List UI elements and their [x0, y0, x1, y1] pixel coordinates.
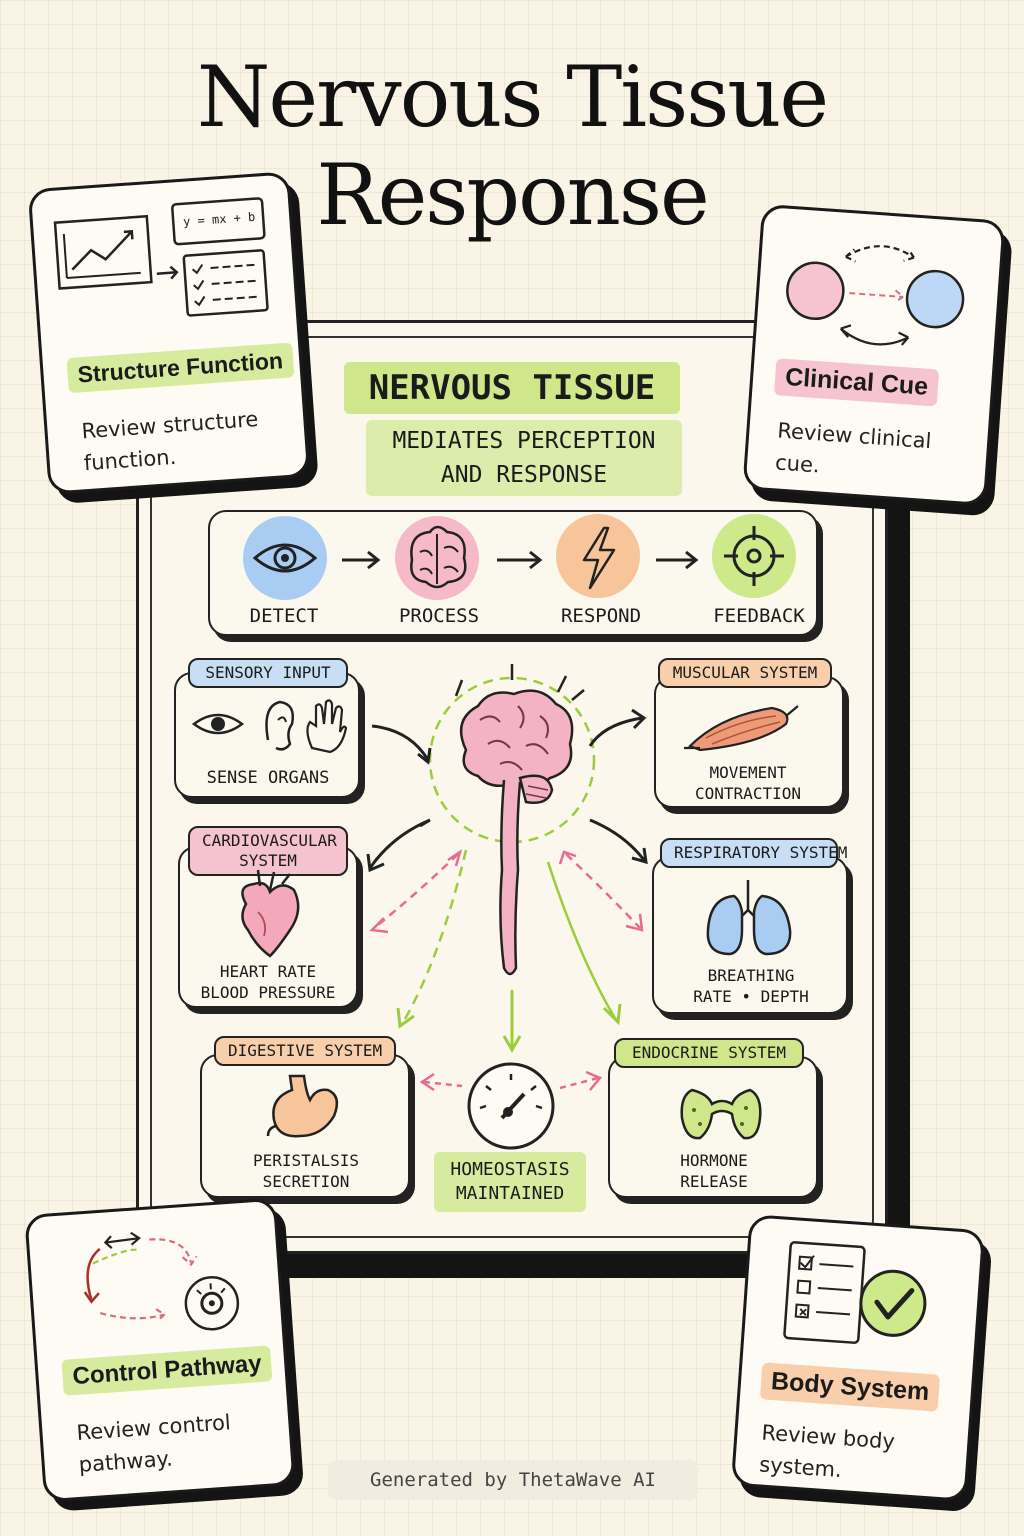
muscular-line-2: CONTRACTION	[695, 784, 801, 803]
sensory-tag: SENSORY INPUT	[188, 658, 348, 688]
brain-icon	[395, 516, 479, 600]
step-arrow-1	[342, 550, 381, 570]
homeostasis-line-2: MAINTAINED	[455, 1183, 565, 1204]
brain-spark-lines	[454, 664, 585, 701]
respiratory-line-2: RATE • DEPTH	[693, 987, 809, 1006]
dashed-link	[849, 289, 905, 304]
green-link-endocrine	[546, 861, 618, 1021]
step-label-respond: RESPOND	[560, 605, 642, 627]
gauge-icon	[467, 1062, 555, 1150]
clipboard-icon	[783, 1241, 866, 1344]
dial-icon	[184, 1276, 240, 1331]
body-card-graphics	[783, 1241, 927, 1344]
footer-credit: Generated by ThetaWave AI	[328, 1460, 698, 1500]
structure-text: Review structure function.	[81, 403, 262, 479]
pink-link-digestive	[423, 1080, 463, 1088]
endocrine-line-2: RELEASE	[680, 1172, 748, 1191]
cycle-arrow-top	[845, 245, 915, 263]
endocrine-panel	[608, 1056, 818, 1198]
endocrine-tag: ENDOCRINE SYSTEM	[614, 1038, 804, 1068]
digestive-tag: DIGESTIVE SYSTEM	[214, 1036, 396, 1066]
cardio-tag-line-1: CARDIOVASCULAR	[202, 831, 337, 850]
board-subheading: MEDIATES PERCEPTION AND RESPONSE	[366, 420, 682, 496]
step-label-feedback: FEEDBACK	[713, 605, 805, 627]
stomach-icon	[266, 1074, 339, 1138]
spinal-cord	[499, 779, 522, 976]
pink-link-cardio	[373, 853, 459, 929]
step-label-detect: DETECT	[249, 605, 319, 627]
clinical-card-graphics	[786, 245, 965, 346]
equation-box	[171, 197, 266, 246]
checkmark-icon	[859, 1269, 927, 1337]
muscle-icon	[684, 705, 799, 752]
cerebellum	[518, 774, 554, 804]
green-arrow-homeostasis	[502, 990, 522, 1054]
muscular-tag: MUSCULAR SYSTEM	[658, 658, 832, 688]
arrow-brain-to-respiratory	[589, 818, 648, 865]
checklist-icon	[182, 249, 269, 317]
endocrine-line-1: HORMONE	[680, 1151, 748, 1170]
cardio-line-1: HEART RATE	[219, 962, 317, 981]
arrow-sensory-to-brain	[371, 724, 432, 765]
eye-icon	[243, 516, 327, 600]
digestive-line-2: SECRETION	[262, 1172, 350, 1191]
central-brain-icon	[459, 689, 574, 976]
card-clinical-cue[interactable]: Clinical Cue Review clinical cue.	[742, 203, 1006, 507]
card-structure-function[interactable]: y = mx + b Structure Function Review str…	[27, 171, 311, 495]
board-inner-frame	[150, 336, 874, 1238]
arrow-brain-to-cardio	[366, 818, 431, 873]
respiratory-caption: BREATHING RATE • DEPTH	[660, 965, 842, 1007]
homeostasis-label: HOMEOSTASIS MAINTAINED	[434, 1152, 586, 1212]
pink-link-respiratory	[565, 853, 641, 929]
loop-arrow-red	[86, 1247, 101, 1301]
heart-icon	[241, 869, 300, 958]
card-body-system[interactable]: Body System Review body system.	[730, 1214, 986, 1502]
cardiovascular-tag: CARDIOVASCULAR SYSTEM	[188, 826, 348, 876]
subheading-line-1: MEDIATES PERCEPTION	[392, 428, 656, 454]
endocrine-caption: HORMONE RELEASE	[616, 1150, 812, 1192]
structure-arrow	[156, 265, 179, 280]
sensory-caption: SENSE ORGANS	[206, 768, 330, 788]
green-link-digestive	[400, 849, 468, 1025]
respiratory-tag: RESPIRATORY SYSTEM	[660, 838, 847, 868]
board-heading: NERVOUS TISSUE	[344, 362, 680, 414]
chart-icon	[53, 214, 153, 290]
muscular-caption: MOVEMENT CONTRACTION	[660, 762, 836, 804]
cardio-line-2: BLOOD PRESSURE	[200, 983, 336, 1002]
structure-card-graphics	[53, 197, 269, 317]
muscular-line-1: MOVEMENT	[709, 763, 787, 782]
arrow-brain-to-muscular	[588, 708, 647, 747]
target-icon	[712, 514, 796, 598]
cardiovascular-caption: HEART RATE BLOOD PRESSURE	[180, 961, 356, 1003]
card-control-pathway[interactable]: Control Pathway Review control pathway.	[24, 1197, 296, 1503]
digestive-caption: PERISTALSIS SECRETION	[208, 1150, 404, 1192]
cardio-tag-line-2: SYSTEM	[239, 851, 297, 870]
control-card-graphics	[83, 1231, 240, 1331]
loop-arrow-pink	[149, 1238, 198, 1267]
pink-node-icon	[786, 261, 845, 321]
ear-icon	[265, 700, 294, 751]
subheading-line-2: AND RESPONSE	[440, 462, 608, 488]
lungs-icon	[706, 880, 792, 956]
thyroid-icon	[680, 1088, 762, 1140]
page-title: Nervous Tissue Response	[196, 48, 829, 244]
control-text: Review control pathway.	[75, 1406, 233, 1481]
homeostasis-line-1: HOMEOSTASIS	[450, 1159, 570, 1180]
respiratory-line-1: BREATHING	[707, 966, 795, 985]
lightning-icon	[556, 514, 640, 598]
digestive-line-1: PERISTALSIS	[253, 1151, 359, 1170]
body-text: Review body system.	[758, 1416, 896, 1489]
sensory-eye-icon	[191, 713, 245, 735]
step-arrow-2	[497, 550, 543, 570]
respiratory-panel	[652, 856, 848, 1014]
hand-icon	[306, 699, 348, 754]
step-arrow-3	[656, 550, 699, 570]
step-label-process: PROCESS	[398, 605, 480, 627]
blue-node-icon	[905, 269, 965, 329]
loop-arrow-top	[103, 1231, 141, 1249]
clinical-text: Review clinical cue.	[774, 414, 932, 489]
cycle-arrow-bottom	[839, 324, 910, 346]
